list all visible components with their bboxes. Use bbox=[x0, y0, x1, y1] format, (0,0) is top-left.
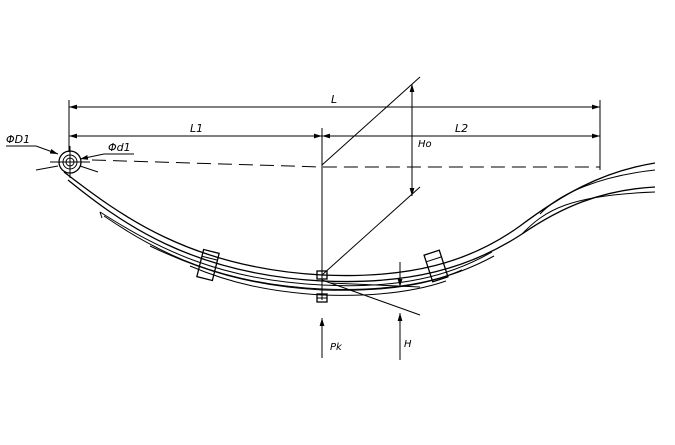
loaded-position-line bbox=[321, 279, 421, 316]
leaf-spring-body bbox=[63, 162, 656, 296]
dimension-label-L: L bbox=[331, 93, 337, 106]
label-eye-outer-diameter: ΦD1 bbox=[6, 133, 30, 146]
label-load: Pk bbox=[330, 342, 343, 353]
centre-bolt bbox=[316, 270, 328, 303]
dimension-L: L bbox=[68, 93, 601, 170]
spring-eye bbox=[50, 146, 90, 178]
dimension-label-L1: L1 bbox=[190, 122, 203, 135]
eye-centre-line bbox=[91, 159, 600, 168]
dimension-label-L2: L2 bbox=[455, 122, 468, 135]
loaded-reference-line bbox=[329, 282, 421, 288]
rebound-clips bbox=[196, 248, 449, 283]
dimension-label-Ho: Ho bbox=[418, 139, 432, 150]
eye-diameter-callouts: ΦD1 Φd1 bbox=[6, 133, 134, 173]
dimension-H: H bbox=[397, 262, 412, 360]
load-arrow: Pk bbox=[319, 318, 343, 358]
label-eye-inner-diameter: Φd1 bbox=[108, 141, 131, 154]
dimension-label-H: H bbox=[404, 339, 412, 350]
dimension-Ho: Ho bbox=[321, 76, 432, 276]
dimension-L1-L2: L1 L2 bbox=[69, 122, 600, 168]
